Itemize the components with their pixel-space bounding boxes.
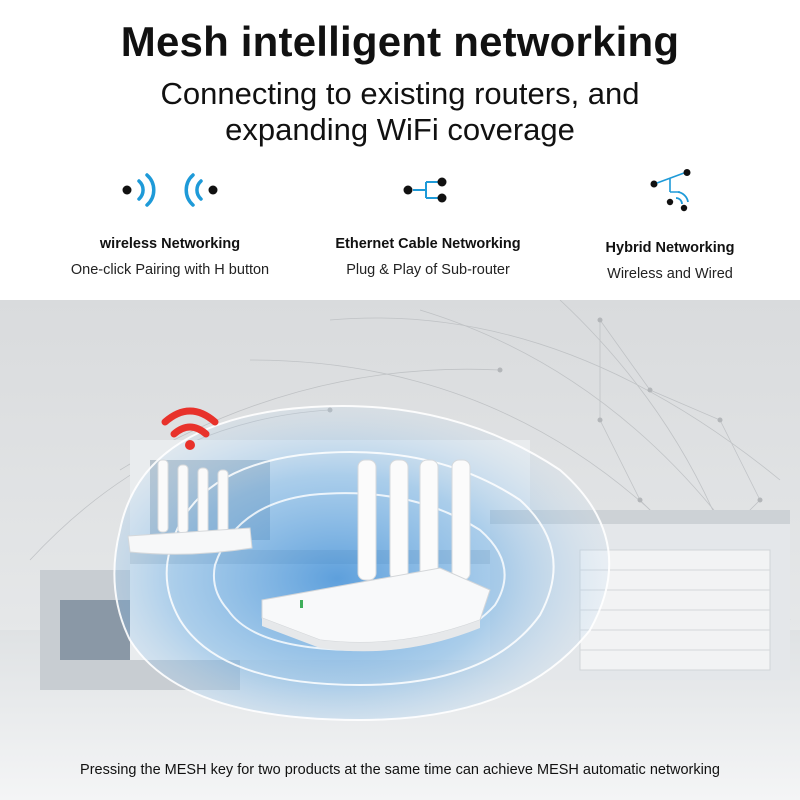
header-section: Mesh intelligent networking Connecting t…	[0, 0, 800, 300]
mesh-house-illustration	[0, 300, 800, 800]
main-router-graphic	[261, 459, 491, 652]
feature-title: Ethernet Cable Networking	[335, 236, 521, 252]
feature-ethernet-networking: Ethernet Cable Networking Plug & Play of…	[298, 168, 558, 278]
ethernet-network-icon	[403, 177, 447, 203]
secondary-router-graphic	[127, 459, 253, 555]
feature-description: Plug & Play of Sub-router	[346, 262, 510, 278]
page-subtitle-line-1: Connecting to existing routers, and	[160, 76, 640, 111]
house-scene-graphic	[0, 300, 800, 800]
feature-wireless-networking: wireless Networking One-click Pairing wi…	[40, 168, 300, 278]
feature-description: One-click Pairing with H button	[70, 262, 270, 278]
caption-text: Pressing the MESH key for two products a…	[80, 762, 720, 778]
wireless-waves-icon	[122, 173, 218, 207]
feature-description: Wireless and Wired	[607, 266, 733, 282]
feature-title: Hybrid Networking	[605, 240, 735, 256]
feature-hybrid-networking: Hybrid Networking Wireless and Wired	[540, 168, 800, 282]
page-subtitle-line-2: expanding WiFi coverage	[225, 112, 575, 147]
hybrid-network-icon	[650, 169, 691, 212]
feature-title: wireless Networking	[99, 236, 241, 252]
signal-icon	[161, 407, 219, 438]
page-title: Mesh intelligent networking	[120, 18, 680, 65]
